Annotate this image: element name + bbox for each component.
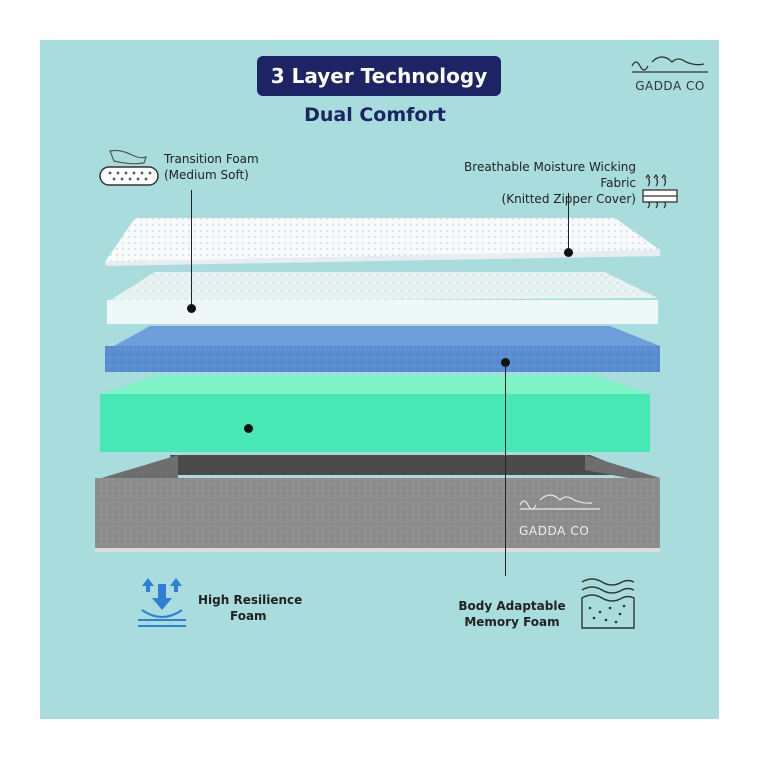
fabric-marker [564,248,573,257]
transition-foam-leader [191,190,192,308]
fabric-leader [568,193,569,253]
high-resilience-layer [100,375,650,452]
fabric-label-line2: (Knitted Zipper Cover) [501,192,636,206]
memory-foam-label: Body Adaptable Memory Foam [452,598,572,630]
memory-foam-marker [501,358,510,367]
memory-foam-waves-icon [581,578,635,629]
transition-foam-label-line2: (Medium Soft) [164,168,249,182]
memory-foam-label-line1: Body Adaptable [458,599,566,613]
knitted-cover-layer [105,218,660,266]
fabric-label-line1: Breathable Moisture Wicking Fabric [464,160,636,190]
compression-arrows-icon [138,578,186,627]
fabric-airflow-icon [642,173,678,209]
base-logo-mark [519,494,600,510]
transition-foam-layer [107,272,658,324]
brand-logo-icon [631,56,708,73]
page-title: 3 Layer Technology [257,56,501,96]
high-resilience-label-line2: Foam [230,609,267,623]
transition-foam-label-line1: Transition Foam [164,152,259,166]
transition-foam-marker [187,304,196,313]
base-cover-layer [95,455,660,552]
hand-foam-icon [99,149,159,186]
memory-foam-label-line2: Memory Foam [464,615,560,629]
fabric-label: Breathable Moisture Wicking Fabric (Knit… [440,159,636,207]
brand-name: GADDA CO [635,79,705,93]
memory-foam-layer [105,326,660,372]
high-resilience-marker [244,424,253,433]
transition-foam-label: Transition Foam (Medium Soft) [164,151,259,183]
high-resilience-label: High Resilience Foam [198,592,302,624]
memory-foam-leader [505,364,506,576]
high-resilience-label-line1: High Resilience [198,593,303,607]
page-subtitle: Dual Comfort [304,104,446,126]
base-brand-name: GADDA CO [519,524,590,538]
